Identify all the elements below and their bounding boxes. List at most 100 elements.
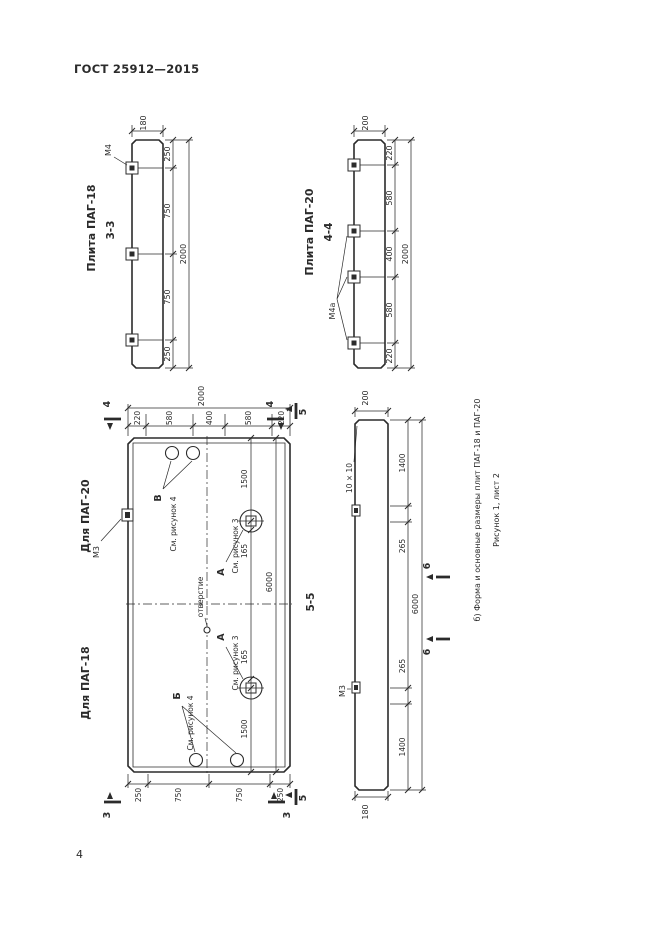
anchor-m3-label: М3 <box>338 685 347 697</box>
dowel-m4a-core <box>351 340 357 346</box>
dowel-m4-core <box>129 165 135 171</box>
ref-figure3-label: См. рисунок 3 <box>231 635 240 690</box>
dim-label: 250 <box>163 346 172 361</box>
leader-line <box>353 425 358 463</box>
leader-line <box>336 235 348 341</box>
dim-chain-line <box>127 774 291 788</box>
dim-label-thickness: 180 <box>139 115 148 130</box>
section-5-5: 5-5 М3 10 × 10 200 180 1400 265 265 1400 <box>305 390 450 820</box>
section-44-title: Плита ПАГ-20 <box>303 188 316 276</box>
caption-text: б) Форма и основные размеры плит ПАГ-18 … <box>473 399 482 622</box>
anchor-m3-label: М3 <box>92 546 101 558</box>
dim-label: 750 <box>163 203 172 218</box>
standard-number: ГОСТ 25912—2015 <box>74 62 200 76</box>
leader-line <box>181 705 237 754</box>
plan-outline <box>127 437 291 773</box>
dim-ticks <box>128 127 167 135</box>
label-for-pag20: Для ПАГ-20 <box>79 479 92 553</box>
section-44-view-label: 4-4 <box>323 223 335 242</box>
page-number: 4 <box>76 848 83 861</box>
dim-label: 400 <box>205 411 214 426</box>
dim-label: 265 <box>398 659 407 674</box>
chamfer-note: 10 × 10 <box>345 463 354 493</box>
plan-edge-line <box>132 442 286 768</box>
dim-label-total: 2000 <box>197 386 206 406</box>
leader-line <box>162 460 193 490</box>
cut-6-label: 6 <box>422 648 433 655</box>
detail-b-label: Б <box>172 692 183 699</box>
dim-label: 1500 <box>240 469 249 488</box>
dim-label: 580 <box>385 190 394 205</box>
dim-label: 750 <box>235 788 244 803</box>
leader-line <box>204 617 208 627</box>
cut-arrow-icon <box>426 636 433 642</box>
cut-3-label: 3 <box>102 812 113 819</box>
leader-line <box>225 646 244 680</box>
dim-label: 165 <box>240 650 249 665</box>
cut-6-stroke <box>436 575 450 641</box>
cut-5-label: 5 <box>298 409 309 416</box>
dim-ticks <box>124 422 294 430</box>
dim-label: 165 <box>240 544 249 559</box>
plate-44-outline <box>353 139 386 369</box>
dim-label: 220 <box>277 411 286 426</box>
dim-label-total: 6000 <box>265 572 274 592</box>
figure-caption: б) Форма и основные размеры плит ПАГ-18 … <box>473 399 501 622</box>
dim-label: 580 <box>165 411 174 426</box>
dim-label: 220 <box>385 145 394 160</box>
ref-figure4-label: См. рисунок 4 <box>169 496 178 551</box>
dim-line-bottom <box>354 791 389 801</box>
dim-label-total: 6000 <box>411 594 420 614</box>
leader-line <box>225 529 244 563</box>
dim-label: 220 <box>133 411 142 426</box>
dim-ticks <box>350 127 389 135</box>
dim-ticks <box>391 136 399 372</box>
section-4-4: Плита ПАГ-20 4-4 М4а 200 220 580 400 580… <box>303 115 415 372</box>
dim-label: 1400 <box>398 737 407 756</box>
center-hole <box>203 626 211 634</box>
dim-line-top <box>354 407 389 417</box>
dim-ticks <box>272 434 280 776</box>
figure-number: Рисунок 1, лист 2 <box>492 473 501 547</box>
dim-label-thickness: 200 <box>361 115 370 130</box>
cut-arrow-icon <box>271 792 277 799</box>
groove-circle <box>185 445 201 461</box>
section-33-view-label: 3-3 <box>105 221 117 240</box>
section-33-title: Плита ПАГ-18 <box>85 184 98 271</box>
cut-5-label: 5 <box>298 795 309 802</box>
cut-arrow-icon <box>107 423 113 430</box>
dim-chain-line <box>390 419 426 791</box>
dim-ticks <box>407 136 415 372</box>
dim-label: 250 <box>163 146 172 161</box>
dim-label: 750 <box>174 788 183 803</box>
dim-ticks <box>185 136 193 372</box>
dim-ticks <box>247 434 255 776</box>
groove-circle <box>164 445 180 461</box>
dim-label: 1400 <box>398 453 407 472</box>
dim-label-total: 2000 <box>401 244 410 264</box>
dowel-m4-core <box>129 251 135 257</box>
plate-44-joint-lines <box>354 164 385 344</box>
hole-note: отверстие <box>196 576 205 617</box>
dim-label: 250 <box>134 788 143 803</box>
dim-label: 1500 <box>240 719 249 738</box>
cut-arrow-icon <box>285 792 292 798</box>
plate-33-outline <box>131 139 164 369</box>
dowel-m4a-core <box>351 162 357 168</box>
dim-label: 250 <box>276 788 285 803</box>
dim-label: 750 <box>163 289 172 304</box>
cut-6-label: 6 <box>422 562 433 569</box>
detail-v-label: В <box>153 494 164 501</box>
cut-arrow-icon <box>426 574 433 580</box>
cut-arrow-icon <box>278 423 284 430</box>
dim-ticks <box>351 407 392 415</box>
cut-3-label: 3 <box>282 812 293 819</box>
plan-view: Для ПАГ-20 Для ПАГ-18 В См. рисунок 4 Б … <box>79 386 309 818</box>
dim-label: 400 <box>385 246 394 261</box>
dim-chain-line <box>127 404 291 436</box>
dim-ticks <box>351 793 392 801</box>
anchor-m4a-label: М4а <box>328 302 337 319</box>
detail-a-label: А <box>216 568 227 576</box>
dowel-m4-core <box>129 337 135 343</box>
